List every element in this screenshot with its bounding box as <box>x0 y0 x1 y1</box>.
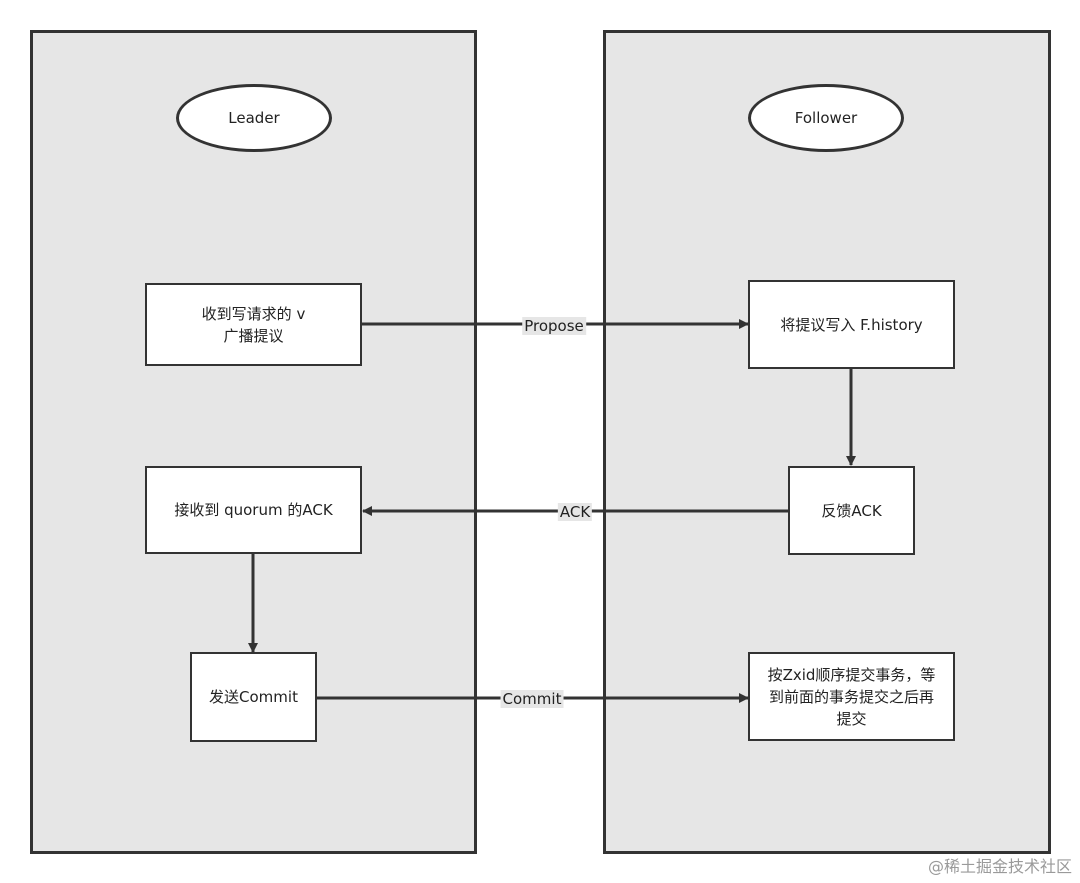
commit-label: Commit <box>500 690 564 708</box>
feedback-ack-node: 反馈ACK <box>788 466 915 555</box>
commit-in-order-text: 按Zxid顺序提交事务，等 到前面的事务提交之后再 提交 <box>767 665 936 728</box>
follower-lane-title-text: Follower <box>794 109 858 127</box>
receive-write-text: 收到写请求的 v 广播提议 <box>201 304 306 345</box>
ack-label: ACK <box>557 503 593 521</box>
watermark: @稀土掘金技术社区 <box>927 857 1072 876</box>
leader-lane-title: Leader <box>176 84 332 152</box>
leader-lane-title-text: Leader <box>228 109 280 127</box>
receive-write-node: 收到写请求的 v 广播提议 <box>145 283 362 366</box>
write-history-text: 将提议写入 F.history <box>780 315 923 334</box>
follower-lane-title: Follower <box>748 84 904 152</box>
write-history-node: 将提议写入 F.history <box>748 280 955 369</box>
send-commit-text: 发送Commit <box>209 688 298 706</box>
send-commit-node: 发送Commit <box>190 652 317 742</box>
receive-quorum-ack-text: 接收到 quorum 的ACK <box>174 501 333 519</box>
propose-label: Propose <box>522 317 586 335</box>
commit-in-order-node: 按Zxid顺序提交事务，等 到前面的事务提交之后再 提交 <box>748 652 955 741</box>
feedback-ack-text: 反馈ACK <box>821 501 882 520</box>
receive-quorum-ack-node: 接收到 quorum 的ACK <box>145 466 362 554</box>
